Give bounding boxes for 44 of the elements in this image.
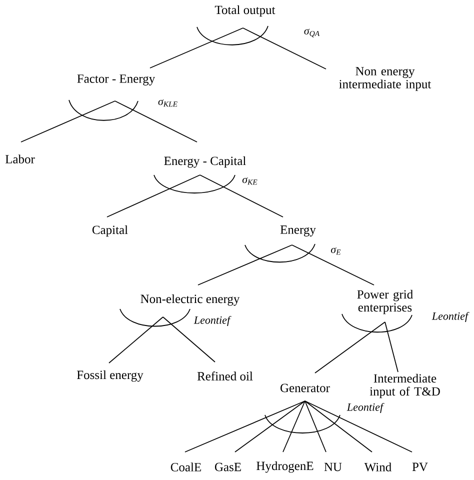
elasticity-symbol: σ$_{KE}$ [242, 177, 258, 185]
branch-line [282, 400, 306, 452]
branch-line [304, 400, 326, 452]
node-label: Wind [364, 462, 392, 472]
elasticity-label: Leontief [194, 316, 232, 326]
node-label: Refined oil [197, 372, 253, 380]
branch-line [106, 174, 200, 218]
node-label: Non-electric energy [140, 294, 240, 306]
node-label: HydrogenE [256, 461, 314, 473]
node-label: Energy - Capital [164, 156, 246, 168]
node-label: PV [412, 462, 428, 472]
node-label: Labor [5, 154, 35, 164]
branch-line [108, 316, 164, 364]
elasticity-symbol: σ$_{E}$ [331, 247, 341, 255]
elasticity-label: Leontief [346, 402, 384, 414]
branch-line [114, 100, 198, 142]
elasticity-symbol: σ$_{QA}$ [304, 28, 320, 38]
node-label: Energy [280, 226, 316, 236]
node-label: GasE [214, 462, 241, 472]
branch-line [304, 400, 372, 452]
branch-line [198, 244, 292, 286]
node-label: Generator [280, 384, 330, 392]
elasticity-label: Leontief [432, 312, 470, 322]
node-label: Factor - Energy [77, 74, 156, 86]
branch-line [384, 322, 398, 372]
branch-line [162, 316, 216, 362]
branch-line [150, 28, 244, 68]
node-label: Non energy intermediate input [339, 67, 432, 91]
branch-line [20, 100, 116, 142]
node-label: NU [324, 462, 342, 472]
node-label: Fossil energy [76, 370, 144, 382]
branch-line [184, 400, 306, 452]
branch-line [314, 322, 386, 374]
node-label: Capital [92, 225, 128, 237]
elasticity-symbol: σ$_{KLE}$ [158, 99, 178, 107]
node-label: Total output [214, 5, 276, 17]
branch-line [234, 400, 306, 452]
node-label: Power grid enterprises [357, 290, 413, 314]
node-label: CoalE [170, 462, 201, 472]
branch-line [242, 28, 326, 70]
branch-line [304, 400, 412, 452]
branch-line [200, 174, 284, 218]
node-label: Intermediate input of T&D [370, 374, 440, 398]
branch-line [292, 244, 374, 286]
